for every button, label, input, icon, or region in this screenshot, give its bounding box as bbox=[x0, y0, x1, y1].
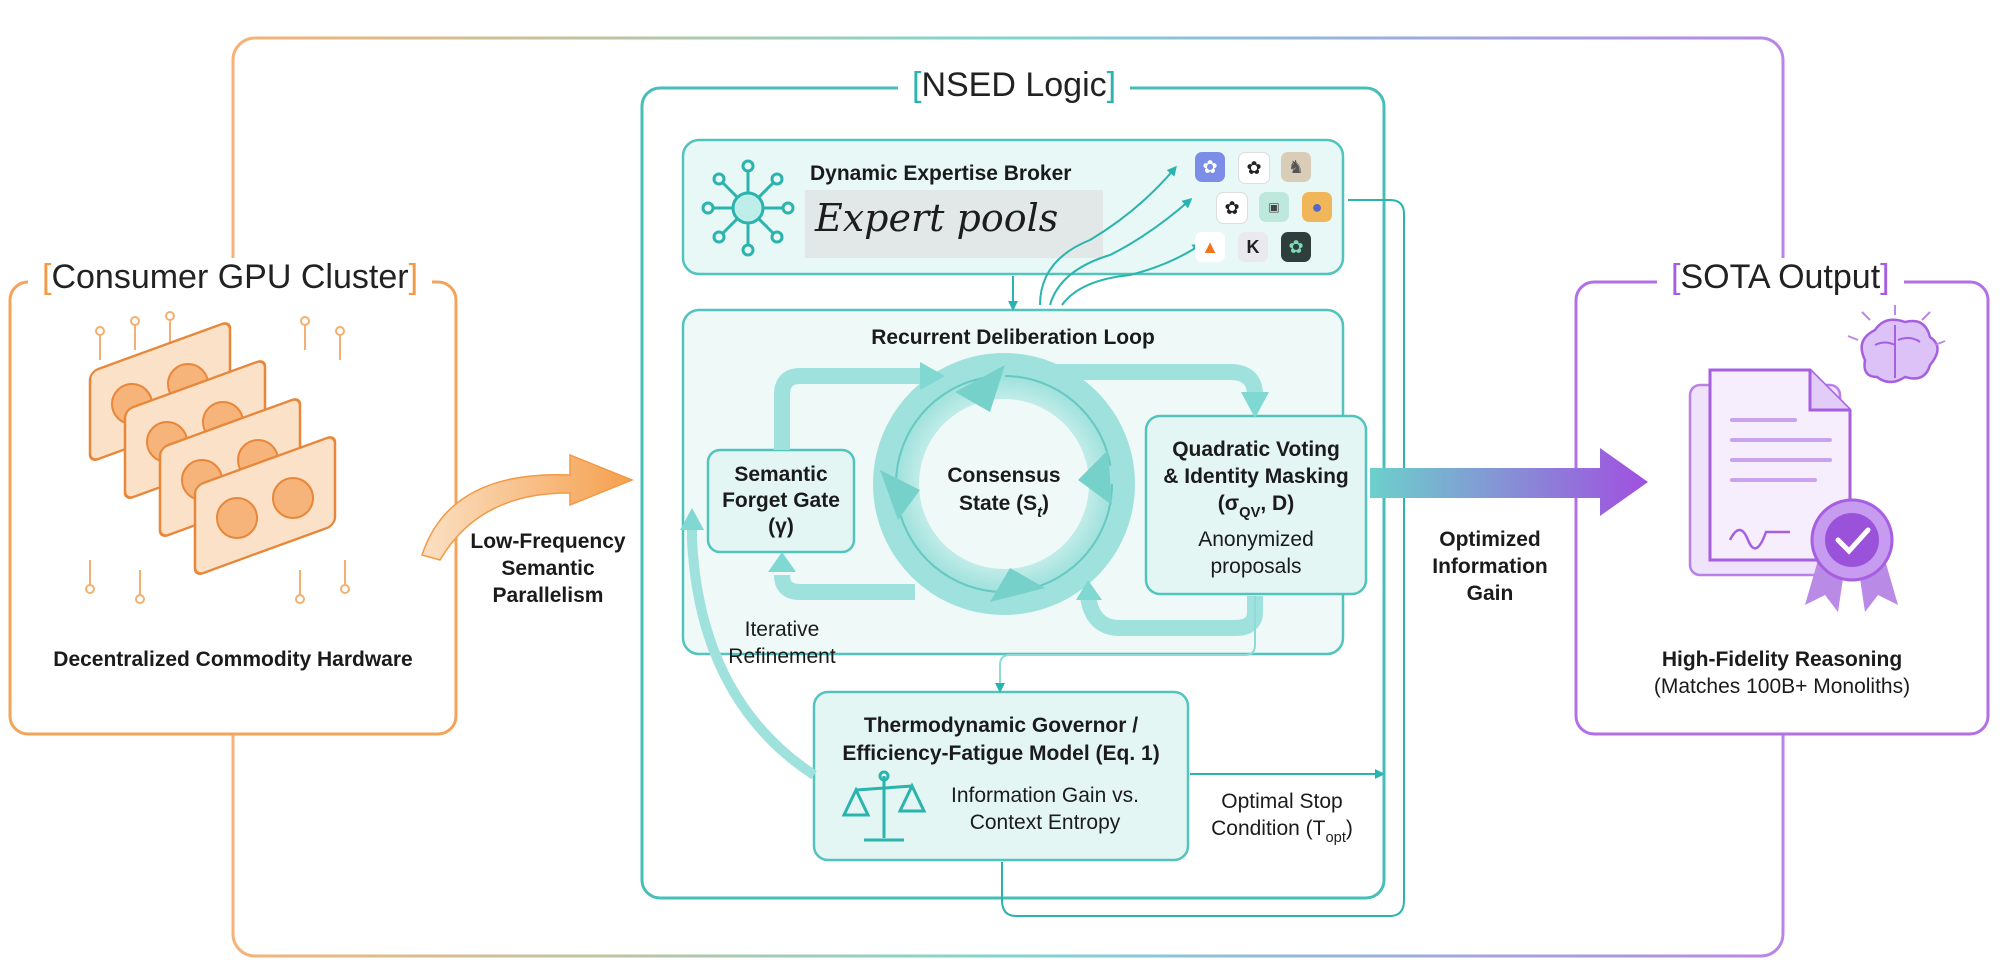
stop-text: Condition (T bbox=[1211, 817, 1326, 840]
voting-sigma: (σ bbox=[1217, 492, 1240, 515]
left-caption: Decentralized Commodity Hardware bbox=[53, 648, 413, 671]
consensus-close: ) bbox=[1042, 492, 1050, 515]
governor-title-line2: Efficiency-Fatigue Model (Eq. 1) bbox=[842, 742, 1160, 765]
llama-icon: ♞ bbox=[1281, 152, 1311, 182]
input-arrow bbox=[421, 453, 635, 561]
model-icon: ▣ bbox=[1259, 192, 1289, 222]
consensus-line2: State (St) bbox=[924, 490, 1084, 521]
parallelism-label: Low-Frequency Semantic Parallelism bbox=[458, 528, 638, 609]
voting-label: Quadratic Voting & Identity Masking (σQV… bbox=[1146, 436, 1366, 580]
governor-body-line2: Context Entropy bbox=[969, 811, 1121, 834]
voting-sub: QV bbox=[1239, 505, 1261, 521]
refinement-line2: Refinement bbox=[728, 645, 836, 668]
openai-icon: ✿ bbox=[1195, 152, 1225, 182]
gpu-cluster-icon bbox=[85, 311, 350, 604]
consensus-sub: t bbox=[1037, 505, 1043, 521]
forget-gate-line2: Forget Gate bbox=[722, 489, 840, 512]
mistral-icon: ▲ bbox=[1195, 232, 1225, 262]
expert-pools-box bbox=[805, 190, 1103, 258]
voting-line5: proposals bbox=[1210, 555, 1302, 578]
k-icon: K bbox=[1238, 232, 1268, 262]
loop-arrow-top-left bbox=[774, 368, 925, 450]
loop-arrow-left bbox=[774, 574, 915, 600]
output-arrow bbox=[1370, 448, 1648, 516]
refinement-arrow bbox=[687, 525, 817, 780]
governor-title-line1: Thermodynamic Governor / bbox=[863, 714, 1139, 737]
loop-label: Recurrent Deliberation Loop bbox=[871, 326, 1155, 349]
brain-icon bbox=[1847, 305, 1946, 384]
refinement-label: Iterative Refinement bbox=[702, 616, 862, 670]
cycle-arrows-icon bbox=[873, 353, 1135, 615]
right-panel-title: [SOTA Output] bbox=[1657, 258, 1904, 297]
stop-close: ) bbox=[1345, 817, 1353, 840]
consensus-line1: Consensus bbox=[947, 464, 1061, 487]
document-certificate-icon bbox=[1688, 368, 1898, 612]
voting-line2: & Identity Masking bbox=[1163, 465, 1349, 488]
parallelism-line3: Parallelism bbox=[492, 584, 604, 607]
stop-line1: Optimal Stop bbox=[1221, 790, 1343, 813]
parallelism-line2: Semantic bbox=[501, 557, 595, 580]
gain-label: Optimized Information Gain bbox=[1410, 526, 1570, 607]
openai-icon: ✿ bbox=[1216, 192, 1248, 224]
voting-line1: Quadratic Voting bbox=[1172, 438, 1340, 461]
governor-body: Information Gain vs. Context Entropy bbox=[920, 782, 1170, 836]
gain-line1: Optimized bbox=[1439, 528, 1541, 551]
parallelism-line1: Low-Frequency bbox=[470, 530, 626, 553]
consensus-label: Consensus State (St) bbox=[924, 462, 1084, 521]
expert-pools-label: Expert pools bbox=[815, 196, 1059, 240]
stop-line2: Condition (Topt) bbox=[1192, 815, 1372, 846]
avatar-icon: ● bbox=[1302, 192, 1332, 222]
right-caption-line1: High-Fidelity Reasoning bbox=[1661, 648, 1903, 671]
left-panel-title: [Consumer GPU Cluster] bbox=[28, 258, 433, 297]
gain-line3: Gain bbox=[1466, 582, 1514, 605]
voting-line3: (σQV, D) bbox=[1146, 490, 1366, 521]
consensus-state-text: State (S bbox=[958, 492, 1038, 515]
network-hub-icon bbox=[701, 159, 795, 257]
right-title-text: SOTA Output bbox=[1680, 258, 1881, 296]
voting-close: , D) bbox=[1260, 492, 1295, 515]
openai-icon: ✿ bbox=[1281, 232, 1311, 262]
balance-scale-icon bbox=[841, 770, 927, 842]
middle-panel-title: [NSED Logic] bbox=[898, 66, 1131, 105]
right-caption-line2: (Matches 100B+ Monoliths) bbox=[1653, 675, 1911, 698]
middle-title-text: NSED Logic bbox=[921, 66, 1107, 104]
openai-icon: ✿ bbox=[1238, 152, 1270, 184]
left-title-text: Consumer GPU Cluster bbox=[51, 258, 409, 296]
forget-gate-line3: (γ) bbox=[768, 515, 794, 538]
stop-sub: opt bbox=[1325, 830, 1346, 846]
refinement-line1: Iterative bbox=[744, 618, 820, 641]
broker-label: Dynamic Expertise Broker bbox=[810, 162, 1072, 185]
governor-title: Thermodynamic Governor / Efficiency-Fati… bbox=[814, 712, 1188, 768]
right-caption: High-Fidelity Reasoning (Matches 100B+ M… bbox=[1576, 646, 1988, 700]
voting-line4: Anonymized bbox=[1198, 528, 1314, 551]
loop-arrow-top-right bbox=[1055, 364, 1263, 396]
stop-label: Optimal Stop Condition (Topt) bbox=[1192, 788, 1372, 846]
gain-line2: Information bbox=[1432, 555, 1548, 578]
forget-gate-line1: Semantic bbox=[734, 463, 828, 486]
governor-body-line1: Information Gain vs. bbox=[951, 784, 1139, 807]
forget-gate-label: Semantic Forget Gate (γ) bbox=[708, 462, 854, 540]
